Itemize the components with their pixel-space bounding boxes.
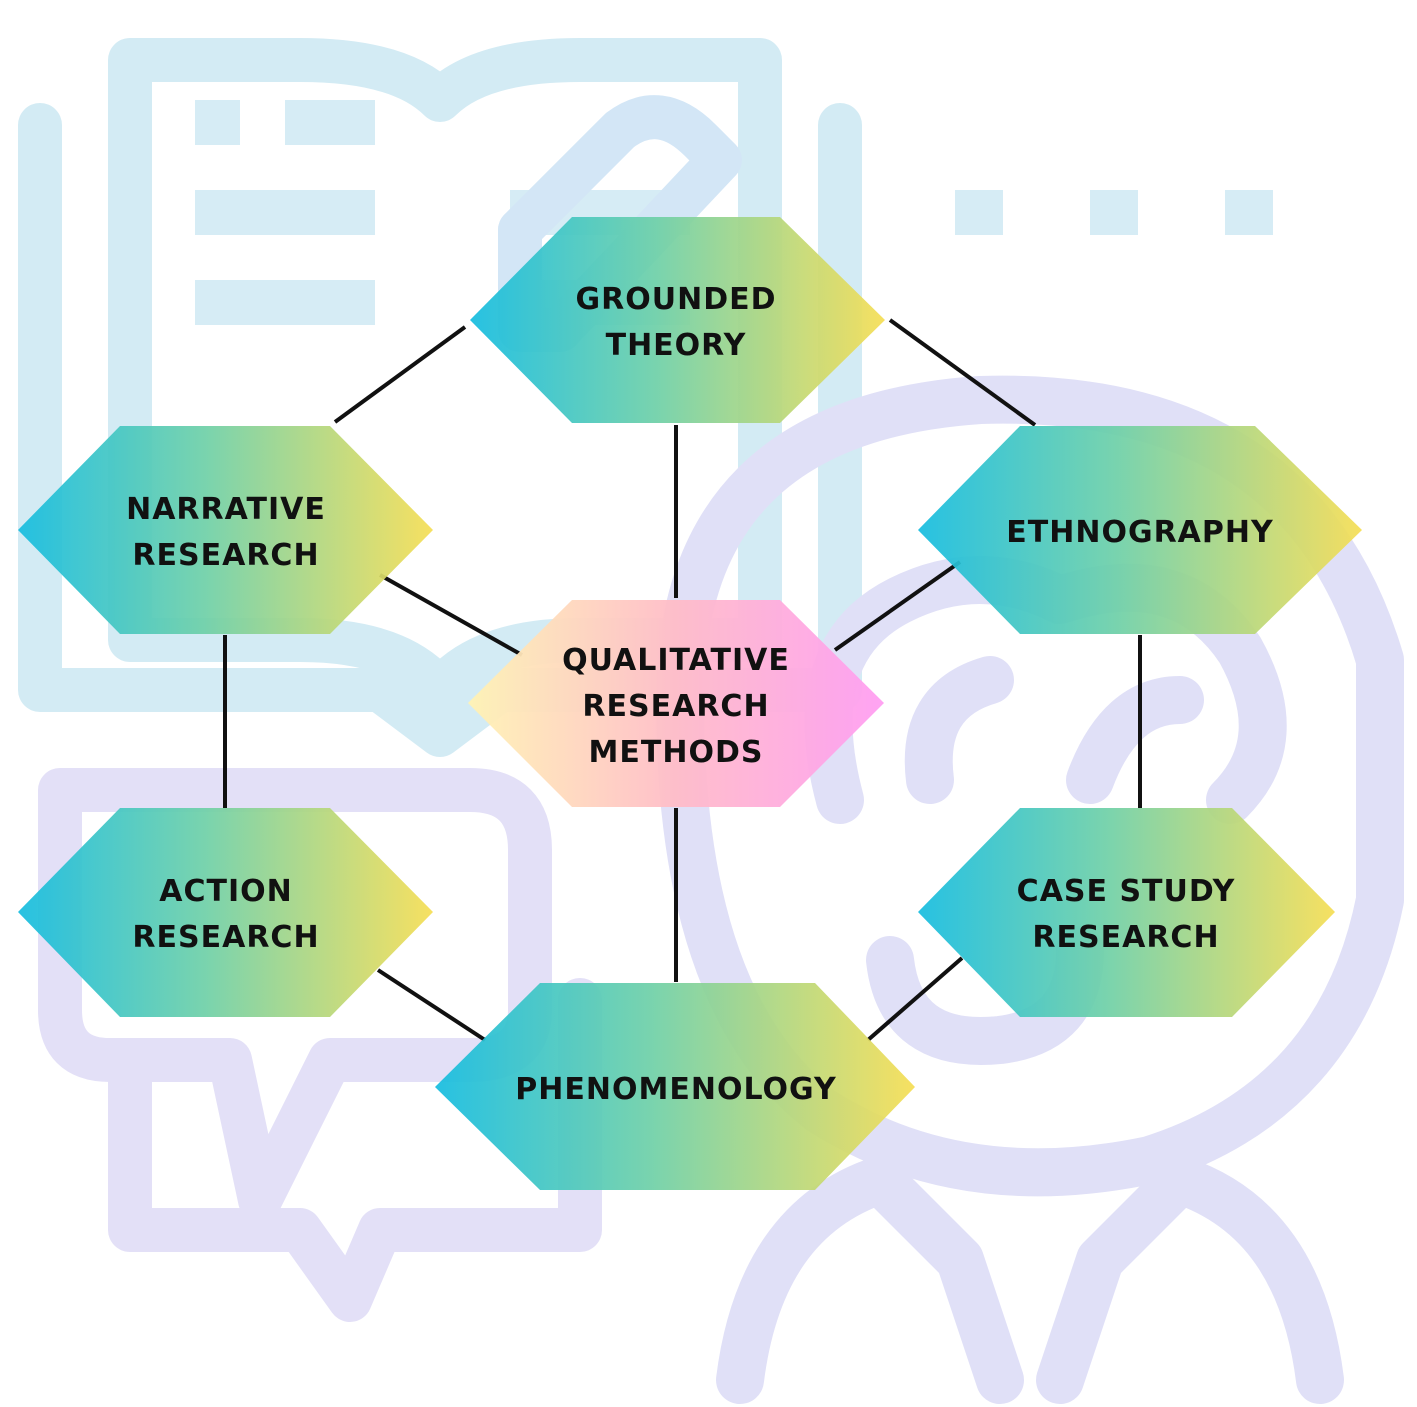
hexagon-shape — [918, 426, 1362, 634]
hexagon-shape — [918, 808, 1335, 1017]
connector-action-phenomenology — [376, 968, 487, 1042]
center-label-line: RESEARCH — [582, 689, 769, 724]
node-label-line: RESEARCH — [132, 920, 319, 955]
node-action-research: ACTION RESEARCH — [18, 808, 433, 1017]
node-label-line: PHENOMENOLOGY — [515, 1072, 837, 1107]
node-phenomenology: PHENOMENOLOGY — [435, 983, 915, 1190]
node-label-line: ETHNOGRAPHY — [1006, 515, 1274, 550]
hexagon-shape — [18, 426, 433, 634]
node-ethnography: ETHNOGRAPHY — [918, 426, 1362, 634]
center-label-line: QUALITATIVE — [562, 643, 790, 678]
hexagon-shape — [468, 600, 884, 807]
node-case-study-research: CASE STUDY RESEARCH — [918, 808, 1335, 1017]
node-label-line: RESEARCH — [132, 538, 319, 573]
connector-casestudy-phenomenology — [866, 956, 964, 1042]
node-qualitative-research-methods: QUALITATIVE RESEARCH METHODS — [468, 600, 884, 807]
connector-grounded-ethnography — [888, 318, 1037, 427]
hexagon-shape — [470, 217, 885, 423]
connector-narrative-center — [379, 573, 523, 657]
node-narrative-research: NARRATIVE RESEARCH — [18, 426, 433, 634]
node-label-line: GROUNDED — [576, 282, 777, 317]
hexagon-shape — [435, 983, 915, 1190]
connector-ethnography-center — [833, 560, 962, 652]
node-label-line: ACTION — [159, 874, 292, 909]
hexagon-shape — [18, 808, 433, 1017]
center-label-line: METHODS — [589, 735, 764, 770]
node-grounded-theory: GROUNDED THEORY — [470, 217, 885, 423]
node-label-line: RESEARCH — [1032, 920, 1219, 955]
connector-grounded-narrative — [333, 325, 467, 424]
connectors — [223, 318, 1142, 1042]
node-label-line: CASE STUDY — [1017, 874, 1236, 909]
node-label-line: THEORY — [606, 328, 747, 363]
node-label-line: NARRATIVE — [126, 492, 326, 527]
